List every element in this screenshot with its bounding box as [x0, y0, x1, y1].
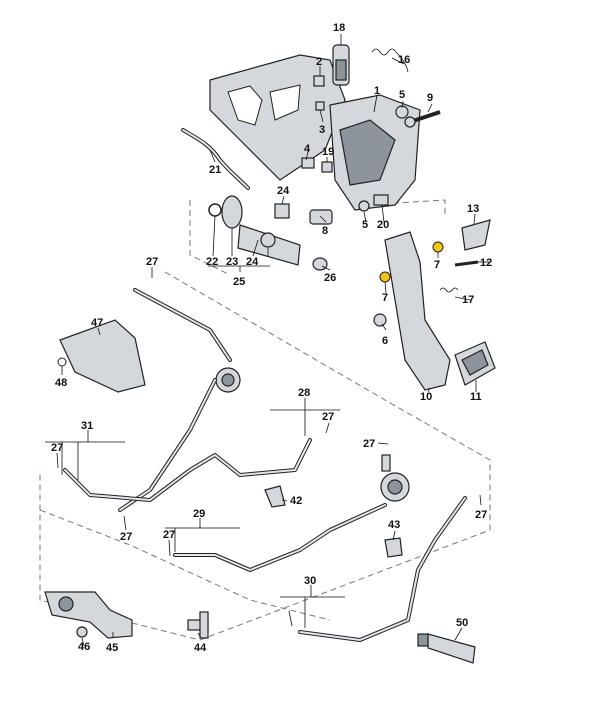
label-7b: 7	[382, 292, 388, 304]
label-21: 21	[209, 164, 221, 176]
fitting-44	[187, 611, 209, 639]
bulkhead-bracket	[209, 54, 346, 181]
label-13: 13	[467, 203, 479, 215]
label-18: 18	[333, 22, 345, 34]
mounting-plate-47	[57, 319, 146, 393]
label-29: 29	[193, 508, 205, 520]
hose-21	[181, 128, 250, 190]
label-27a: 27	[146, 256, 158, 268]
label-27d: 27	[322, 411, 334, 423]
part-labels: 1 2 3 4 5 5 6 7 7 8 9 10 11 12 13 16 17 …	[51, 22, 492, 654]
bush-7b-highlight	[379, 271, 391, 283]
hydraulic-lines	[63, 288, 467, 642]
label-50: 50	[456, 617, 468, 629]
clip-42	[264, 485, 286, 508]
label-26: 26	[324, 272, 336, 284]
label-10: 10	[420, 391, 432, 403]
label-11: 11	[470, 391, 482, 403]
label-1: 1	[374, 85, 380, 97]
label-8: 8	[322, 225, 328, 237]
label-45: 45	[106, 642, 118, 654]
label-3: 3	[319, 124, 325, 136]
pedal-bracket-1	[329, 94, 421, 211]
bushings	[301, 75, 409, 212]
label-46: 46	[78, 641, 90, 653]
label-27e: 27	[363, 438, 375, 450]
bush-7a-highlight	[432, 241, 444, 253]
label-6: 6	[382, 335, 388, 347]
label-19: 19	[322, 146, 334, 158]
label-27b: 27	[51, 442, 63, 454]
clutch-pedal-10	[373, 231, 496, 391]
label-4: 4	[304, 143, 311, 155]
spring-damper-18	[332, 44, 350, 86]
release-bearing	[380, 454, 410, 502]
label-5a: 5	[399, 89, 405, 101]
label-17: 17	[462, 294, 474, 306]
spring-16	[371, 48, 409, 73]
label-30: 30	[304, 575, 316, 587]
label-9: 9	[427, 92, 433, 104]
label-28: 28	[298, 387, 310, 399]
label-42: 42	[290, 495, 302, 507]
label-12: 12	[480, 257, 492, 269]
label-7a: 7	[434, 259, 440, 271]
label-27f: 27	[475, 509, 487, 521]
slave-cylinder-upper	[215, 367, 241, 393]
label-16: 16	[398, 54, 410, 66]
label-44: 44	[194, 642, 207, 654]
group-frames	[39, 199, 491, 641]
label-47: 47	[91, 317, 103, 329]
label-27c: 27	[120, 531, 132, 543]
label-43: 43	[388, 519, 400, 531]
label-2: 2	[316, 56, 322, 68]
label-23: 23	[226, 256, 238, 268]
label-22: 22	[206, 256, 218, 268]
label-31: 31	[81, 420, 93, 432]
label-5b: 5	[362, 219, 368, 231]
label-20: 20	[377, 219, 389, 231]
leader-lines	[45, 34, 490, 647]
label-24a: 24	[277, 185, 290, 197]
label-48: 48	[55, 377, 67, 389]
bolt-9	[404, 110, 441, 128]
clip-43	[384, 537, 403, 558]
bracket-13	[461, 219, 491, 251]
label-24b: 24	[246, 256, 259, 268]
label-25: 25	[233, 276, 245, 288]
label-27g: 27	[163, 529, 175, 541]
cylinder-45	[44, 591, 133, 639]
grease-tube-50	[417, 633, 476, 664]
